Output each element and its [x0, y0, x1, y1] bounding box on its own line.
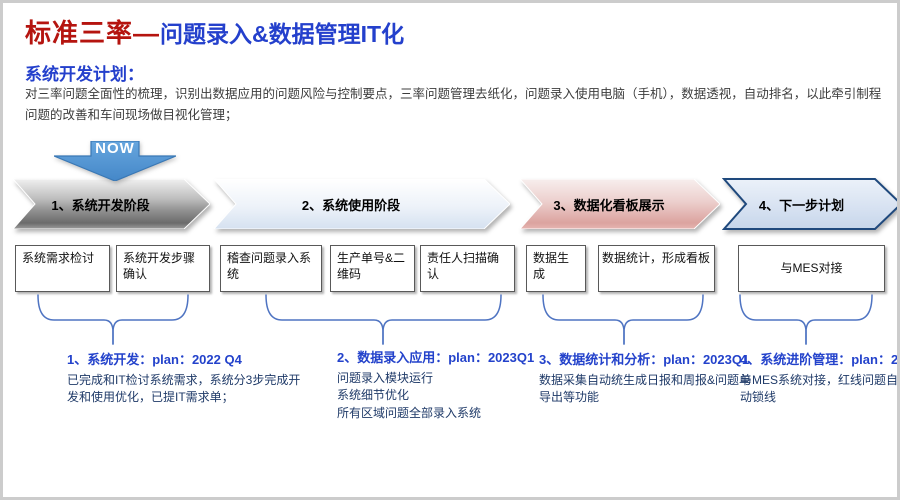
chevron-shape: [214, 179, 510, 229]
intro-paragraph: 对三率问题全面性的梳理，识别出数据应用的问题风险与控制要点，三率问题管理去纸化，…: [25, 87, 882, 122]
annotation-heading: 1、系统开发：plan：2022 Q4: [67, 352, 242, 367]
process-box: 数据生成: [526, 245, 586, 292]
phase-chevron-1: 1、系统开发阶段: [13, 179, 210, 229]
process-box: 责任人扫描确认: [420, 245, 515, 292]
chevron-shape: [722, 178, 897, 230]
phase-label: 1、系统开发阶段: [51, 197, 150, 213]
phase-chevron-3: 3、数据化看板展示: [520, 179, 720, 229]
now-arrow: NOW: [54, 140, 176, 181]
annotation-1: 1、系统开发：plan：2022 Q4 已完成和IT检讨系统需求，系统分3步完成…: [67, 351, 309, 407]
process-box: 数据统计，形成看板: [598, 245, 715, 292]
annotation-line: 与MES系统对接，红线问题自动锁线: [740, 372, 899, 405]
annotation-line: 数据采集自动统生成日报和周报&问题单: [539, 372, 752, 387]
process-box: 生产单号&二维码: [330, 245, 415, 292]
down-arrow-icon: [54, 141, 176, 181]
phase-label: 4、下一步计划: [758, 197, 845, 213]
process-box: 系统开发步骤确认: [116, 245, 210, 292]
phase-label: 3、数据化看板展示: [553, 197, 665, 213]
annotation-heading: 3、数据统计和分析：plan：2023Q1: [539, 352, 750, 367]
annotation-heading: 4、系统进阶管理：plan：2023Q1: [740, 352, 899, 367]
page-title: 标准三率—问题录入&数据管理IT化: [25, 13, 404, 50]
title-blue-part: 问题录入&数据管理IT化: [160, 21, 405, 47]
chevron-shape: [520, 179, 720, 229]
annotation-line: 系统细节优化: [337, 388, 410, 403]
process-box: 稽查问题录入系统: [220, 245, 322, 292]
annotation-line: 问题录入模块运行: [337, 370, 434, 385]
annotation-heading: 2、数据录入应用：plan：2023Q1: [337, 350, 535, 365]
now-label: NOW: [95, 140, 135, 157]
process-box: 与MES对接: [738, 245, 885, 292]
annotation-line: 导出等功能: [539, 390, 600, 405]
phase-chevron-4: 4、下一步计划: [722, 178, 897, 230]
annotation-4: 4、系统进阶管理：plan：2023Q1 与MES系统对接，红线问题自动锁线: [740, 351, 899, 407]
annotation-3: 3、数据统计和分析：plan：2023Q1 数据采集自动统生成日报和周报&问题单…: [539, 351, 784, 407]
phase-chevron-2: 2、系统使用阶段: [214, 179, 510, 229]
phase-label: 2、系统使用阶段: [301, 197, 401, 213]
annotation-2: 2、数据录入应用：plan：2023Q1 问题录入模块运行 系统细节优化 所有区…: [337, 349, 587, 422]
process-box: 系统需求检讨: [15, 245, 110, 292]
annotation-line: 所有区域问题全部录入系统: [337, 405, 482, 420]
title-red-part: 标准三率—: [25, 18, 161, 48]
section-heading: 系统开发计划：: [25, 65, 144, 84]
chevron-shape: [13, 179, 210, 229]
annotation-line: 已完成和IT检讨系统需求，系统分3步完成开发和使用优化，已提IT需求单；: [67, 372, 301, 405]
